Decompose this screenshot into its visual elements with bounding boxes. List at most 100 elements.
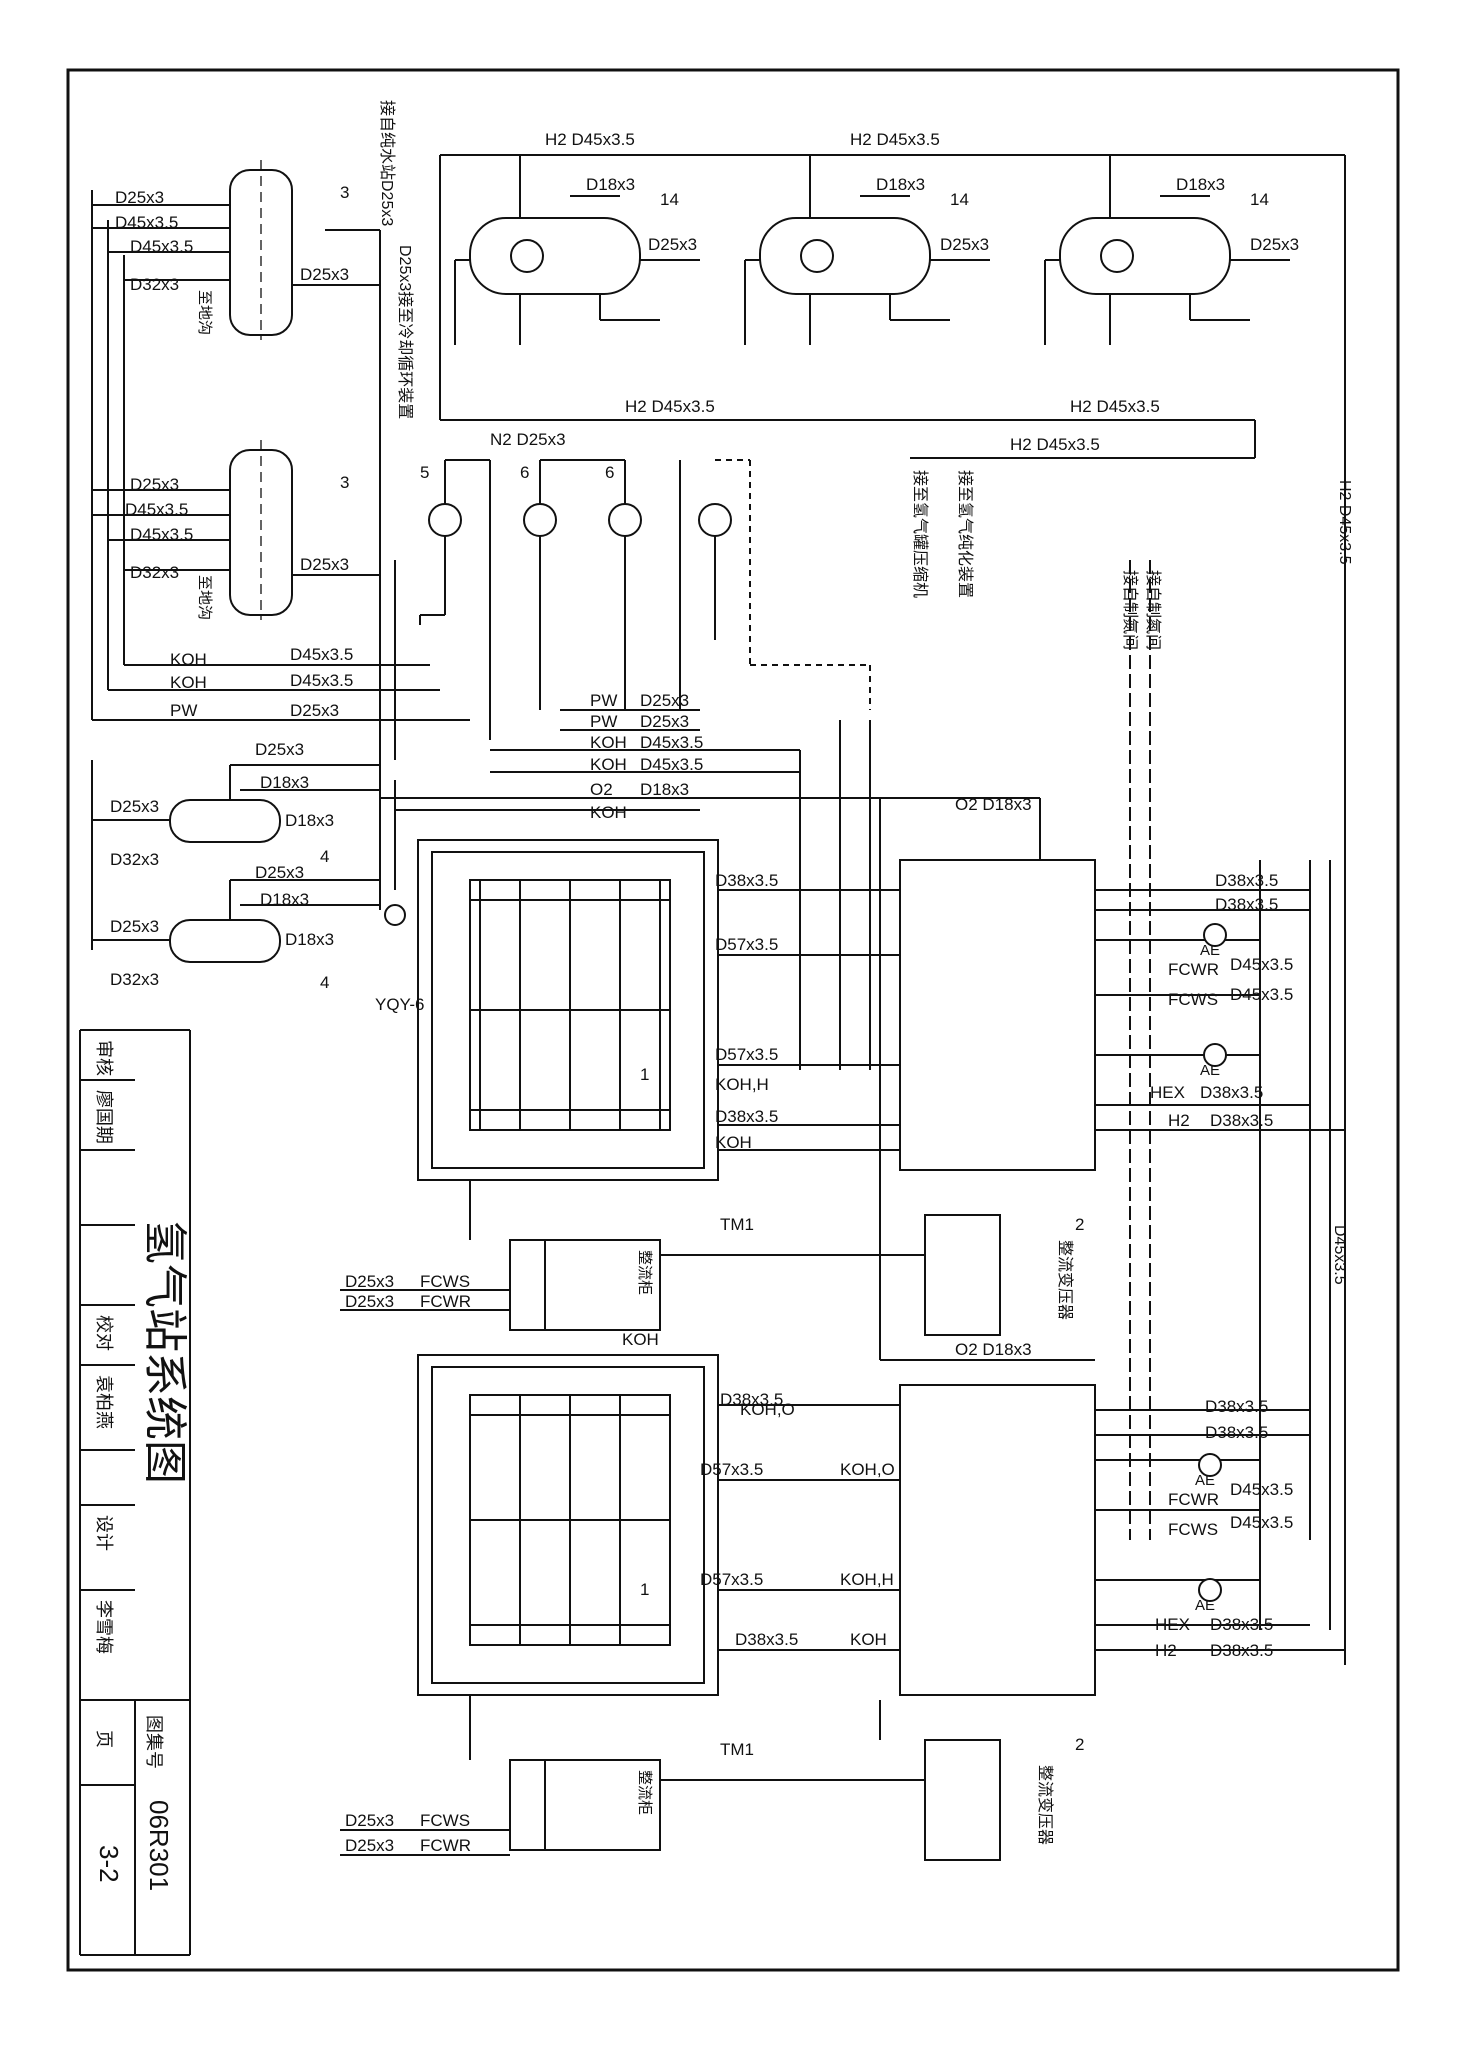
note-rectifier-transformer-bottom: 整流变压器 <box>1036 1765 1054 1845</box>
d25-tank-1: D25x3 <box>648 235 697 254</box>
rectifier-transformer-bottom <box>924 1739 1001 1861</box>
rectifier-transformer-top <box>924 1214 1001 1336</box>
ae-text-1: AE <box>1200 942 1220 959</box>
electrolyzer-1-top <box>417 839 719 1181</box>
fc-d25-3: D25x3 <box>345 1811 394 1830</box>
tag-3-top: 3 <box>340 183 349 202</box>
checker-name: 袁柏燕 <box>94 1375 114 1429</box>
d25-hdr-1: D25x3 <box>640 691 689 710</box>
vessel-d25-4: D25x3 <box>110 917 159 936</box>
h2-main-label-5: H2 D45x3.5 <box>1010 435 1100 454</box>
atlas-no: 06R301 <box>144 1800 174 1891</box>
u2-d38-4: D38x3.5 <box>1210 1641 1273 1660</box>
u2-d45-2: D45x3.5 <box>1230 1513 1293 1532</box>
rectifier-cabinet-bottom <box>509 1759 661 1851</box>
tag-5: 5 <box>420 463 429 482</box>
vessel-d32-1: D32x3 <box>110 850 159 869</box>
d18-hdr-1: D18x3 <box>640 780 689 799</box>
o2-tag-1: O2 <box>590 780 613 799</box>
unit-2-top <box>899 859 1096 1171</box>
tag-2-top: 2 <box>1075 1215 1084 1234</box>
pump-5 <box>428 503 462 537</box>
fc-d25-1: D25x3 <box>345 1272 394 1291</box>
u1-d38-3: D38x3.5 <box>1200 1083 1263 1102</box>
koh-header-label-2: KOH <box>170 673 207 692</box>
u1-hex: HEX <box>1150 1083 1185 1102</box>
sep-d32-1: D32x3 <box>130 275 179 294</box>
h2-main-label-2: H2 D45x3.5 <box>850 130 940 149</box>
h2-vertical-label-2: D45x3.5 <box>1331 1225 1348 1285</box>
sep-d25-1: D25x3 <box>115 188 164 207</box>
outer-frame <box>66 68 1400 1972</box>
h2-main-label-1: H2 D45x3.5 <box>545 130 635 149</box>
h2-main-label-4: H2 D45x3.5 <box>1070 397 1160 416</box>
designer-name: 李雪梅 <box>94 1600 114 1654</box>
role-check: 校对 <box>94 1315 114 1351</box>
ae-text-2: AE <box>1200 1062 1220 1079</box>
koh-o-2: KOH,O <box>740 1400 795 1419</box>
u1-fcwr: FCWR <box>1168 960 1219 979</box>
pw-tag-2: PW <box>590 712 617 731</box>
e1-d57-1: D57x3.5 <box>715 935 778 954</box>
page-label: 页 <box>94 1730 114 1748</box>
vessel-d18-2: D18x3 <box>285 811 334 830</box>
sep-d45-2: D45x3.5 <box>130 237 193 256</box>
sep-d45-1: D45x3.5 <box>115 213 178 232</box>
koh-tag-3: KOH <box>590 803 627 822</box>
h2-vertical-label: H2 D45x3.5 <box>1336 480 1353 565</box>
tank-14-a <box>469 217 641 295</box>
u1-h2: H2 <box>1168 1111 1190 1130</box>
ae-sensor-4 <box>1198 1578 1222 1602</box>
koh-header-label: KOH <box>170 650 207 669</box>
vessel-d18-4: D18x3 <box>285 930 334 949</box>
vessel-d32-2: D32x3 <box>110 970 159 989</box>
e1-d57-2: D57x3.5 <box>715 1045 778 1064</box>
fc-fcwr-2: FCWR <box>420 1836 471 1855</box>
ae-sensor-2 <box>1203 1043 1227 1067</box>
u1-d45-2: D45x3.5 <box>1230 985 1293 1004</box>
fc-fcwr-1: FCWR <box>420 1292 471 1311</box>
note-to-drain-1: 至地沟 <box>196 290 213 335</box>
tag-6-a: 6 <box>520 463 529 482</box>
u2-d45-1: D45x3.5 <box>1230 1480 1293 1499</box>
u2-fcwr: FCWR <box>1168 1490 1219 1509</box>
note-rectifier-cabinet-bottom: 整流柜 <box>636 1770 653 1815</box>
tag-4-a: 4 <box>320 847 329 866</box>
tm1-top: TM1 <box>720 1215 754 1234</box>
pump-6-a <box>523 503 557 537</box>
e2-koh: KOH <box>850 1630 887 1649</box>
tag-1-bottom: 1 <box>640 1580 649 1599</box>
pw-header-label: PW <box>170 701 197 720</box>
pump-standby <box>698 503 732 537</box>
note-rectifier-cabinet-top: 整流柜 <box>636 1250 653 1295</box>
vessel-d25-2: D25x3 <box>110 797 159 816</box>
role-design: 设计 <box>94 1515 114 1551</box>
ae-sensor-1 <box>1203 923 1227 947</box>
vessel-d25-3: D25x3 <box>255 863 304 882</box>
role-review: 审核 <box>94 1040 114 1076</box>
tag-2-bottom: 2 <box>1075 1735 1084 1754</box>
e2-d38-2: D38x3.5 <box>735 1630 798 1649</box>
atlas-no-label: 图集号 <box>144 1715 164 1769</box>
tag-4-b: 4 <box>320 973 329 992</box>
u1-d38-2: D38x3.5 <box>1215 895 1278 914</box>
u2-hex: HEX <box>1155 1615 1190 1634</box>
koh-top-2: KOH <box>622 1330 659 1349</box>
u2-d38-2: D38x3.5 <box>1205 1423 1268 1442</box>
d18-label-2: D18x3 <box>876 175 925 194</box>
ae-sensor-3 <box>1198 1453 1222 1477</box>
u2-h2: H2 <box>1155 1641 1177 1660</box>
u2-d38-3: D38x3.5 <box>1210 1615 1273 1634</box>
e1-koh: KOH <box>715 1133 752 1152</box>
h2-main-label-3: H2 D45x3.5 <box>625 397 715 416</box>
tm1-bottom: TM1 <box>720 1740 754 1759</box>
u2-fcws: FCWS <box>1168 1520 1218 1539</box>
sep-d45-4: D45x3.5 <box>130 525 193 544</box>
u1-d38-4: D38x3.5 <box>1210 1111 1273 1130</box>
note-to-cooling: D25x3接至冷却循环装置 <box>396 245 414 419</box>
koh-tag-1: KOH <box>590 733 627 752</box>
fc-fcws-2: FCWS <box>420 1811 470 1830</box>
rectifier-cabinet-top <box>509 1239 661 1331</box>
d25-tank-3: D25x3 <box>1250 235 1299 254</box>
